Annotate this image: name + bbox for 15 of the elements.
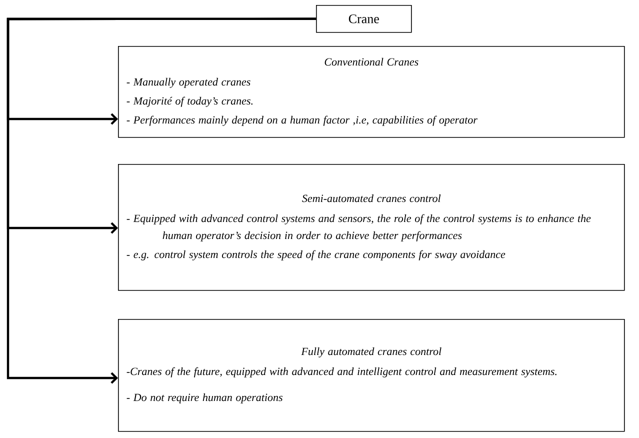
heading: Semi-automated cranes control xyxy=(302,194,441,202)
bullet-text: - Performances mainly depend on a human factor ,i.e, capabilities of operator xyxy=(126,116,478,126)
bullet-text: - Equipped with advanced control systems and sensors, the role of the control systems is to enhance the human operator’s decision in order to achieve better performances xyxy=(126,214,591,242)
bullet-text: - Majorité of today’s cranes. xyxy=(126,96,252,107)
title-box: Crane xyxy=(316,5,412,33)
bullet-text: - Do not require human operations xyxy=(126,393,282,404)
category-box xyxy=(118,319,625,432)
heading: Fully automated cranes control xyxy=(301,347,442,358)
heading: Conventional Cranes xyxy=(324,58,418,66)
category-box xyxy=(118,46,625,138)
bullet-text: -Cranes of the future, equipped with advanced and intelligent control and measurement systems. xyxy=(126,367,556,378)
bullet-text: - Manually operated cranes xyxy=(126,78,250,88)
category-box xyxy=(118,164,625,291)
arrow xyxy=(6,18,316,384)
bullet-text: - e.g. control system controls the speed of the crane components for sway avoidance xyxy=(126,250,506,260)
